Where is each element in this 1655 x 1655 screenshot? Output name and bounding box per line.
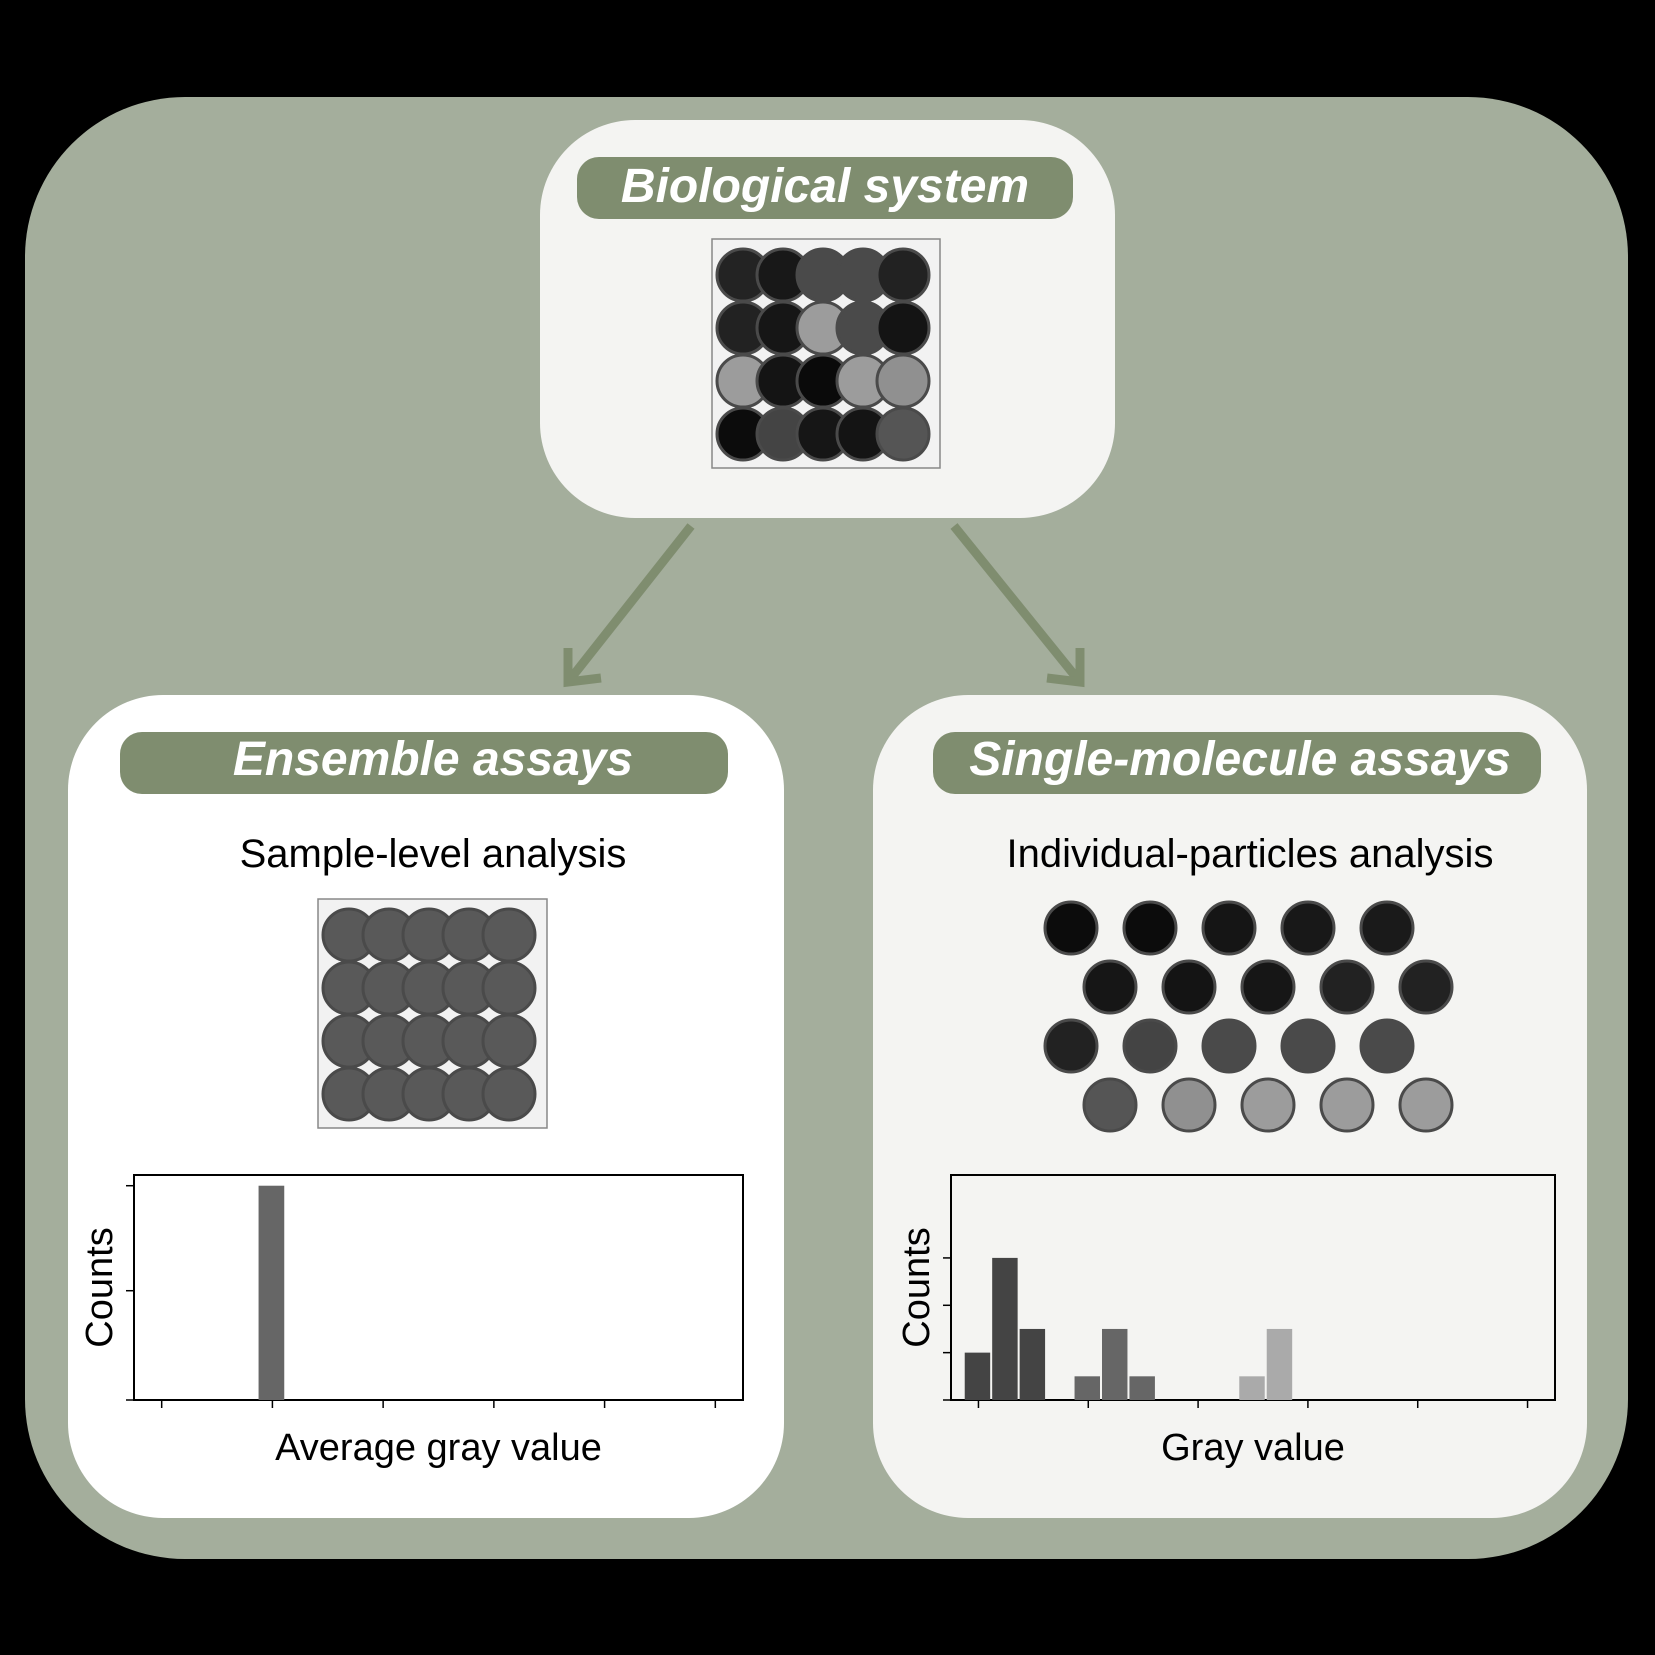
single-x-label: Gray value <box>1161 1427 1345 1469</box>
individual-particles <box>1043 900 1454 1133</box>
particle <box>1161 959 1217 1015</box>
single-bar <box>1239 1376 1265 1400</box>
particle <box>1043 900 1099 956</box>
single-bar <box>1102 1328 1128 1400</box>
single-bar <box>992 1257 1018 1400</box>
arrow-right-head <box>1046 648 1085 688</box>
single-bar <box>1129 1376 1155 1400</box>
particle <box>1240 1077 1296 1133</box>
ensemble-histogram: Average gray value Counts <box>79 1174 744 1469</box>
arrow-left-shaft <box>564 523 695 685</box>
ensemble-sample-circle <box>481 907 537 963</box>
single-bar <box>1266 1328 1293 1400</box>
single-molecule-subtitle: Individual-particles analysis <box>1007 832 1494 876</box>
ensemble-sample-circle <box>481 1013 537 1069</box>
ensemble-assays-title: Ensemble assays <box>233 733 633 786</box>
biological-system-sample <box>711 238 941 469</box>
particle <box>1082 1077 1138 1133</box>
particle <box>1043 1018 1099 1074</box>
particle <box>1122 1018 1178 1074</box>
single-molecule-histogram: Gray value Counts <box>896 1174 1556 1469</box>
particle <box>1359 900 1415 956</box>
ensemble-assays-title-bar <box>120 732 728 794</box>
bio-sample-circle <box>875 300 931 356</box>
single-y-label: Counts <box>896 1227 938 1347</box>
bio-sample-circle <box>875 247 931 303</box>
bio-sample-circle <box>875 353 931 409</box>
ensemble-bar <box>258 1185 285 1400</box>
arrow-left-head <box>563 648 602 688</box>
particle <box>1240 959 1296 1015</box>
ensemble-sample-circle <box>481 1066 537 1122</box>
biological-system-title: Biological system <box>621 160 1029 213</box>
ensemble-plot-frame <box>133 1174 744 1401</box>
arrow-right-shaft <box>950 523 1084 685</box>
particle <box>1398 959 1454 1015</box>
particle <box>1161 1077 1217 1133</box>
ensemble-x-label: Average gray value <box>275 1427 602 1469</box>
particle <box>1398 1077 1454 1133</box>
single-bar <box>1019 1328 1046 1400</box>
single-bar <box>1074 1376 1100 1400</box>
ensemble-sample-circle <box>481 960 537 1016</box>
bio-sample-circle <box>875 406 931 462</box>
particle <box>1319 959 1375 1015</box>
particle <box>1201 1018 1257 1074</box>
particle <box>1201 900 1257 956</box>
ensemble-sample <box>317 898 548 1129</box>
particle <box>1122 900 1178 956</box>
arrows <box>563 523 1085 688</box>
single-molecule-title: Single-molecule assays <box>969 733 1511 786</box>
particle <box>1082 959 1138 1015</box>
single-bar <box>964 1352 991 1400</box>
biological-system-title-bar <box>577 157 1073 219</box>
ensemble-subtitle: Sample-level analysis <box>240 832 627 876</box>
particle <box>1359 1018 1415 1074</box>
ensemble-y-label: Counts <box>79 1227 121 1347</box>
particle <box>1280 1018 1336 1074</box>
single-molecule-title-bar <box>933 732 1541 794</box>
particle <box>1280 900 1336 956</box>
single-molecule-card <box>873 695 1587 1518</box>
particle <box>1319 1077 1375 1133</box>
